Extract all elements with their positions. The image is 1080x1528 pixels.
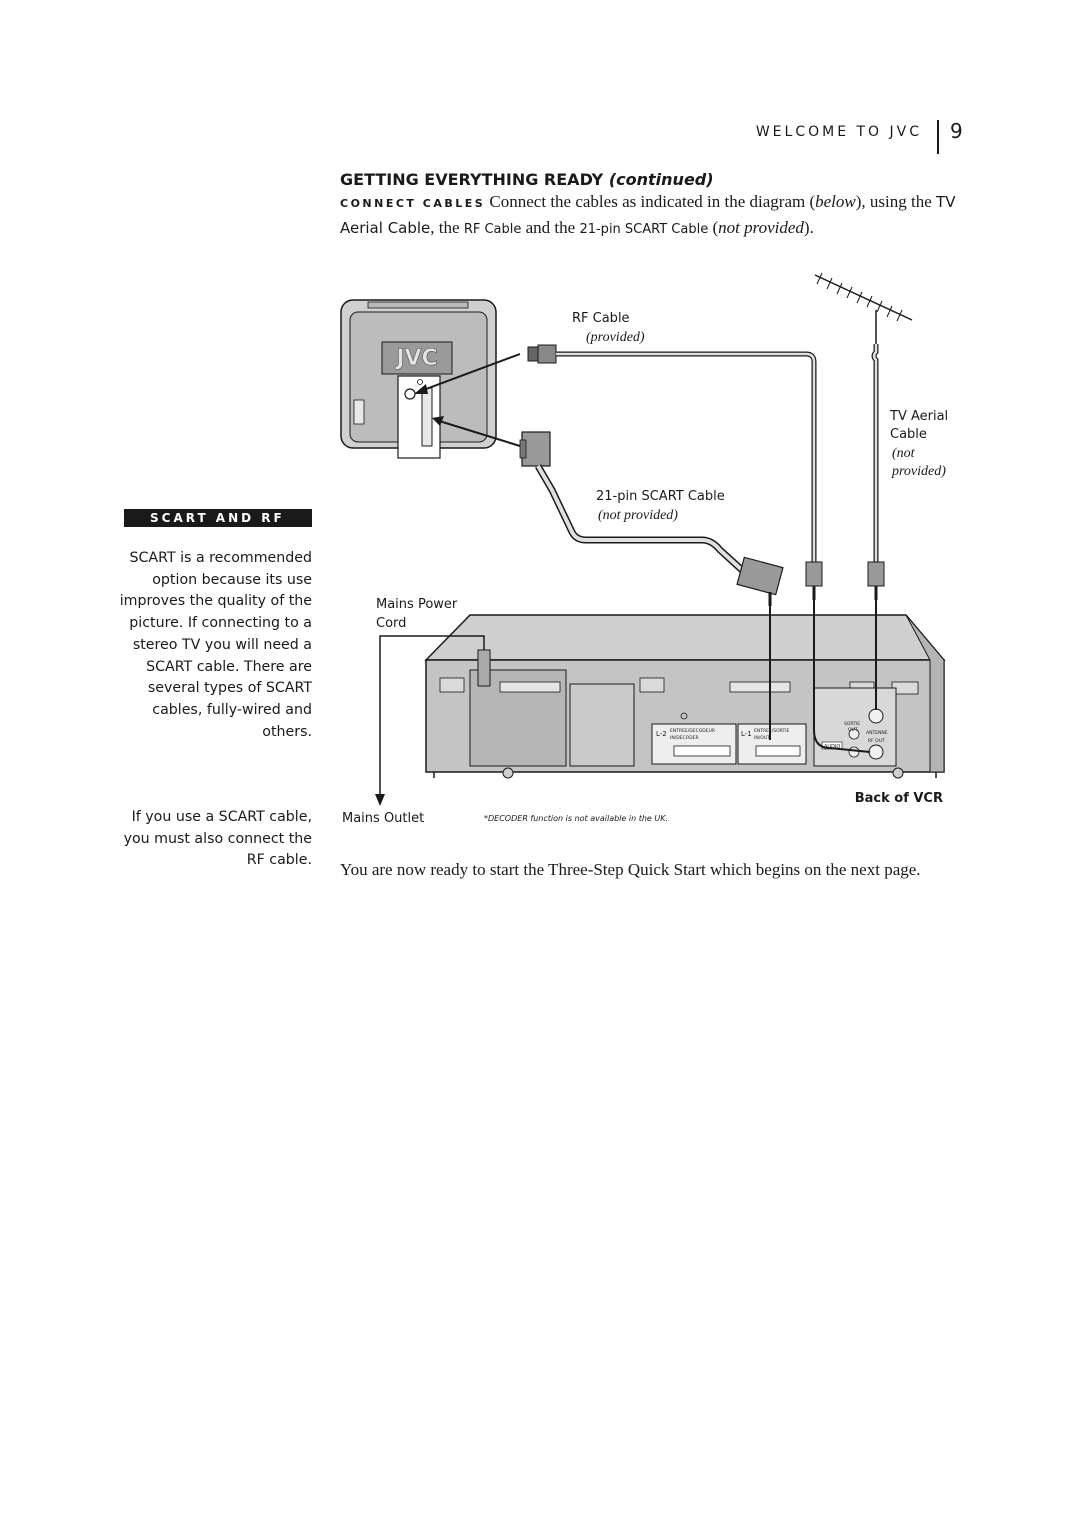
label-mains-power-1: Mains Power: [376, 597, 458, 612]
tv-aerial-cable: [867, 344, 885, 600]
label-scart-cable: 21-pin SCART Cable: [596, 489, 725, 504]
arrow-scart-to-tv: [435, 419, 521, 447]
mains-power-cord: [379, 635, 485, 800]
closing-paragraph: You are now ready to start the Three-Ste…: [340, 860, 921, 879]
section-title-text: GETTING EVERYTHING READY: [340, 170, 604, 189]
label-rf-cable: RF Cable: [572, 311, 630, 326]
intro-scart-cable: 21-pin SCART Cable: [579, 222, 709, 237]
intro-lead: CONNECT CABLES: [340, 197, 486, 210]
intro-paragraph: CONNECT CABLES Connect the cables as ind…: [340, 190, 960, 242]
connection-diagram: JVC: [340, 272, 948, 826]
decoder-footnote: *DECODER function is not available in th…: [484, 814, 668, 823]
tv-brand-logo: JVC: [394, 346, 437, 371]
intro-not-provided: not provided: [718, 218, 804, 237]
sidebar-heading: SCART AND RF: [150, 511, 285, 525]
tv-rear-illustration: JVC: [340, 299, 497, 459]
tv-aerial-antenna: [814, 272, 913, 344]
running-head: WELCOME TO JVC: [755, 124, 922, 140]
label-tv-aerial-1: TV Aerial: [889, 409, 948, 424]
rf-cable: [527, 344, 823, 600]
intro-tv-aerial: TV Aerial Cable: [340, 193, 956, 237]
label-mains-power-2: Cord: [376, 616, 406, 631]
label-tv-aerial-note-2: provided): [891, 464, 946, 479]
label-back-of-vcr: Back of VCR: [855, 791, 943, 806]
tv-scart-socket: [421, 387, 433, 447]
intro-rf-cable: RF Cable: [463, 222, 522, 237]
vcr-label-sortie: SORTIE: [844, 721, 860, 727]
vcr-label-l1: L-1: [741, 730, 752, 738]
arrow-rf-to-tv: [417, 353, 521, 393]
sidebar-paragraph-scart: SCART is a recommended option because it…: [119, 550, 312, 740]
tv-connector-panel: [397, 375, 441, 459]
section-title-continued: (continued): [608, 170, 714, 189]
sidebar-paragraph-rf: If you use a SCART cable, you must also …: [123, 809, 312, 869]
vcr-label-l2-text-1: ENTREE/DECODEUR: [670, 728, 715, 734]
vcr-label-l1-text-2: IN/OUT: [754, 735, 770, 741]
label-tv-aerial-note-1: (not: [892, 446, 916, 461]
vcr-scart-l1: [737, 723, 807, 765]
intro-text-4: and the: [521, 218, 580, 237]
label-rf-cable-note: (provided): [586, 330, 645, 345]
vcr-label-l2: L-2: [656, 730, 667, 738]
vcr-label-audio: AUDIO: [824, 744, 840, 750]
header-divider: [937, 120, 939, 154]
vcr-antenna-in-socket: [868, 708, 884, 724]
rf-to-vcr-line: [813, 600, 871, 753]
vcr-scart-l2: [651, 723, 737, 765]
intro-below: below: [815, 192, 856, 211]
label-mains-outlet: Mains Outlet: [342, 811, 424, 826]
intro-text-3: , the: [430, 218, 464, 237]
vcr-back-illustration: L-2 ENTREE/DECODEUR IN/DECODER L-1 ENTRE…: [424, 614, 946, 779]
vcr-label-l1-text-1: ENTREE/SORTIE: [754, 728, 790, 734]
intro-text-5: (: [708, 218, 719, 237]
sidebar-heading-bar: [124, 509, 312, 527]
vcr-label-rf-out: RF OUT: [868, 738, 885, 744]
section-title: GETTING EVERYTHING READY (continued): [340, 170, 714, 189]
label-tv-aerial-2: Cable: [890, 427, 927, 442]
scart-cable: [519, 431, 784, 606]
vcr-rf-out-socket: [868, 744, 884, 760]
intro-text-6: ).: [803, 218, 814, 237]
intro-text-2: ), using the: [855, 192, 937, 211]
page-number: 9: [950, 119, 963, 143]
vcr-label-l2-text-2: IN/DECODER: [670, 735, 699, 741]
vcr-label-antenne: ANTENNE: [866, 730, 888, 736]
tv-rf-input-socket: [404, 388, 416, 400]
label-scart-cable-note: (not provided): [598, 508, 678, 523]
vcr-label-out: OUT: [848, 727, 858, 733]
intro-text-1: Connect the cables as indicated in the d…: [485, 192, 816, 211]
